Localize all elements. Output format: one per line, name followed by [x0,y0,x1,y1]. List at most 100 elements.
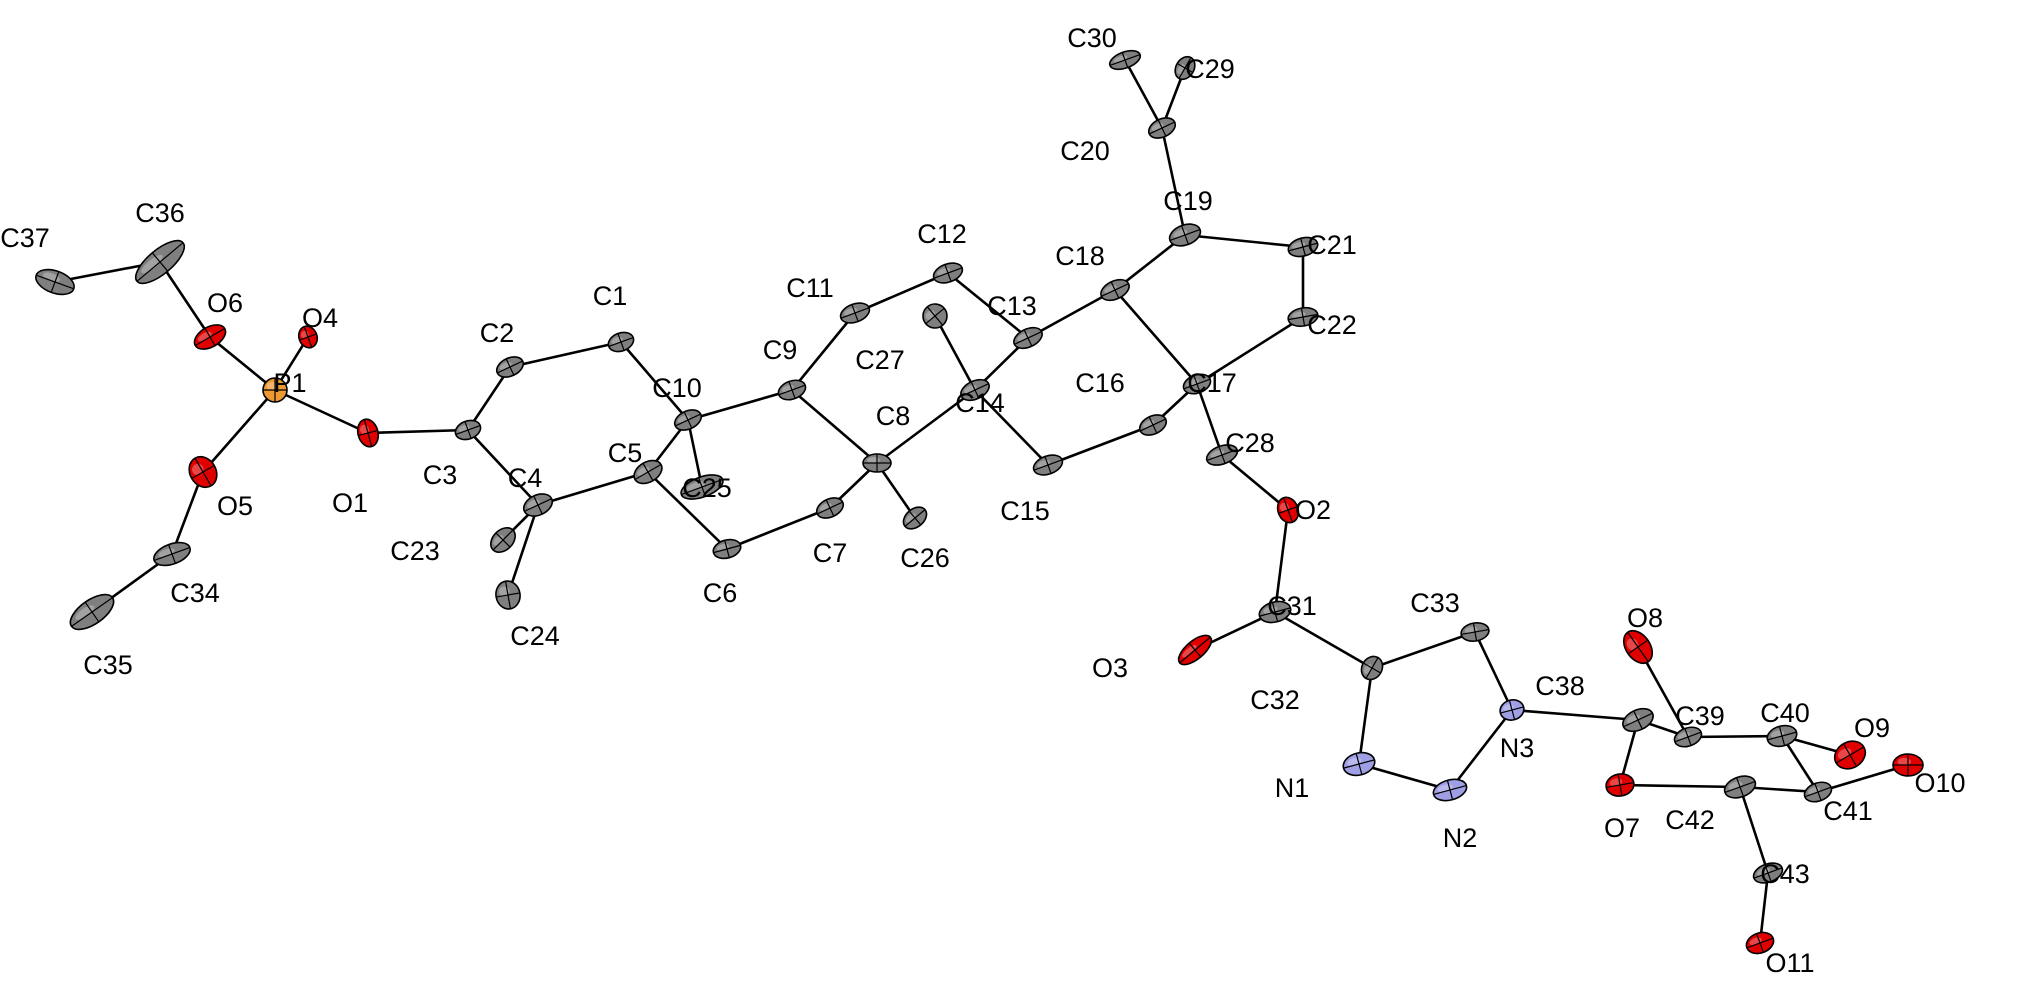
atom-o11 [1745,931,1775,955]
atom-label-o7: O7 [1604,813,1640,843]
bond-c9-c11 [790,311,857,392]
bond-c39-c40 [1686,734,1784,739]
bond-p1-o1 [273,388,370,435]
atom-c19 [1168,223,1202,247]
bond-c1-c10 [619,340,690,422]
atom-c16 [1138,414,1168,436]
atom-c14 [960,378,990,402]
atom-c2 [495,356,525,378]
atom-label-o9: O9 [1854,713,1890,743]
atom-c15 [1032,454,1064,476]
atom-label-c13: C13 [987,291,1037,321]
atom-label-c3: C3 [423,460,458,490]
atom-c12 [932,262,964,284]
bond-c42-o7 [1618,783,1742,789]
bond-n2-n1 [1357,762,1452,792]
bond-c15-c16 [1046,423,1155,467]
bond-c17-c28 [1195,382,1224,457]
atom-label-c30: C30 [1067,23,1117,53]
atom-label-c39: C39 [1675,701,1725,731]
atom-c43 [1752,862,1784,884]
bond-c36-o6 [158,260,212,339]
atom-label-c17: C17 [1187,368,1237,398]
atom-label-c34: C34 [170,578,220,608]
atom-c17 [1182,373,1212,395]
atom-label-o8: O8 [1627,603,1663,633]
atom-label-o5: O5 [217,491,253,521]
atom-o1 [356,418,380,448]
atom-c11 [839,302,871,324]
atom-label-c2: C2 [480,318,515,348]
atom-c33 [1460,622,1490,642]
atom-n3 [1499,699,1525,721]
atom-label-c16: C16 [1075,368,1125,398]
atom-label-c4: C4 [508,463,543,493]
atom-label-o11: O11 [1765,948,1814,978]
atom-p1 [262,377,288,403]
atom-label-o3: O3 [1092,653,1128,683]
atom-c39 [1673,726,1703,748]
bond-c41-o10 [1816,763,1910,794]
atom-layer [35,49,1924,955]
atom-label-c36: C36 [135,198,185,228]
atom-o8 [1622,629,1654,665]
atom-c42 [1723,775,1757,799]
atom-label-c31: C31 [1267,591,1317,621]
atom-label-o2: O2 [1295,495,1331,525]
atom-o6 [193,324,227,350]
bond-c4-c3 [466,428,540,507]
atom-label-c32: C32 [1250,685,1300,715]
bond-c9-c10 [686,388,794,422]
atom-o5 [188,455,218,489]
atom-c21 [1287,236,1319,258]
atom-o4 [297,325,319,349]
atom-c37 [35,268,75,296]
atom-c41 [1803,781,1833,803]
atom-c13 [1013,326,1043,350]
atom-label-c24: C24 [510,621,560,651]
bond-c14-c8 [875,388,977,465]
bond-c5-c4 [536,470,650,507]
atom-c3 [454,419,482,441]
atom-c23 [490,527,516,553]
atom-c36 [134,239,186,285]
atom-label-c40: C40 [1760,698,1810,728]
atom-label-c28: C28 [1225,428,1275,458]
bond-c4-c24 [506,503,540,597]
atom-label-c6: C6 [703,578,738,608]
atom-c30 [1108,49,1142,71]
atom-label-c20: C20 [1060,136,1110,166]
bond-c8-c26 [875,461,917,520]
atom-label-n3: N3 [1500,733,1535,763]
atom-label-c9: C9 [763,335,798,365]
bond-c28-o2 [1220,453,1290,512]
atom-c40 [1766,724,1798,748]
atom-label-c21: C21 [1307,230,1357,260]
atom-label-c29: C29 [1185,54,1235,84]
atom-c31 [1258,600,1292,624]
atom-label-c27: C27 [855,345,905,375]
bond-c12-c13 [946,271,1030,340]
bond-c2-c1 [508,340,623,369]
atom-o9 [1833,740,1867,770]
atom-label-c11: C11 [786,273,834,303]
bond-o1-c3 [366,428,470,435]
bond-c18-c13 [1026,288,1117,340]
atom-label-c23: C23 [390,536,440,566]
atom-c34 [153,541,191,567]
atom-c25 [680,474,724,500]
atom-c29 [1174,55,1196,81]
atom-c22 [1287,306,1319,328]
atom-c1 [607,331,635,353]
bond-c6-c7 [725,506,832,551]
bond-n1-c32 [1357,666,1374,766]
bond-c19-c20 [1160,126,1187,237]
atom-label-c10: C10 [652,373,702,403]
atom-c27 [922,303,948,329]
bond-c11-c12 [853,271,950,315]
atom-label-c14: C14 [955,388,1005,418]
bond-c43-o11 [1758,871,1770,945]
atom-c32 [1360,655,1384,681]
atom-label-c25: C25 [682,473,732,503]
